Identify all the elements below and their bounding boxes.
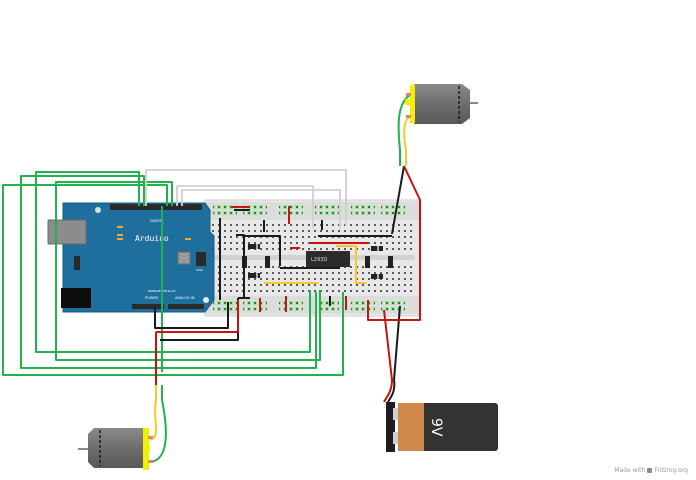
green-wires: [2, 171, 344, 376]
wire-black: [391, 165, 405, 235]
ic-label: L293D: [311, 257, 327, 263]
led-pwr: [185, 238, 191, 240]
wire-white: [181, 189, 341, 228]
wire-green: [55, 181, 321, 361]
motor-body: [88, 428, 144, 468]
wires: [2, 94, 421, 463]
mounting-hole: [203, 297, 209, 303]
analog-label: ANALOG IN: [175, 296, 195, 300]
power-label: POWER: [145, 296, 159, 300]
arduino-logo-text: Arduino: [135, 234, 169, 243]
diode: [248, 273, 260, 278]
led-l: [117, 226, 123, 228]
wire-white: [176, 185, 314, 228]
reset-button[interactable]: [177, 251, 191, 265]
icsp-header: [196, 252, 206, 266]
wire-black: [154, 302, 229, 329]
wire-green-motor-bottom: [149, 385, 167, 463]
fritzing-credit: Made with Fritzing.org: [614, 467, 688, 474]
wire-green: [35, 171, 311, 353]
wire-green-motor-top: [397, 94, 411, 166]
wire-green: [2, 184, 344, 376]
wire-yellow: [336, 245, 366, 284]
wire-black-battery: [387, 379, 396, 403]
motor-shaft: [468, 102, 478, 104]
digital-label: DIGITAL: [150, 219, 164, 223]
white-wires: [145, 169, 347, 228]
power-header: [132, 304, 164, 309]
motor-shaft: [78, 448, 90, 450]
credit-prefix: Made with: [614, 467, 646, 474]
wire-red: [383, 309, 393, 381]
arduino-pcb: [62, 202, 215, 313]
icsp-label: ICSP: [196, 268, 203, 272]
l293d-chip: L293D: [306, 251, 350, 267]
diode: [388, 256, 393, 268]
arduino-board: Arduino DIGITAL www.arduino.cc POWER ANA…: [47, 202, 215, 313]
wire-black: [244, 235, 281, 266]
led-rx: [117, 238, 123, 240]
wire-red-battery: [383, 379, 393, 403]
mounting-hole: [95, 207, 101, 213]
yellow-wires: [264, 245, 366, 284]
pwr-sel-jumper: [74, 256, 80, 270]
digital-header: [110, 204, 202, 210]
usb-port: [47, 219, 87, 245]
wire-yellow-motor-bottom: [149, 385, 158, 441]
battery-9v: 9V: [386, 402, 498, 452]
motor-bottom-left: [78, 428, 153, 470]
wire-yellow-motor-top: [403, 116, 411, 166]
motor-terminal-cap: [410, 85, 415, 123]
battery-cap: [398, 403, 424, 451]
power-jack: [61, 288, 91, 308]
diode: [265, 256, 270, 268]
motor-body: [414, 84, 470, 124]
ic-body: [306, 251, 350, 267]
red-wires: [155, 165, 421, 385]
wire-red: [156, 300, 239, 333]
battery-clip: [386, 402, 395, 452]
battery-label: 9V: [428, 418, 444, 437]
wire-white: [145, 169, 347, 226]
motor-top-right: [405, 84, 478, 124]
diode: [365, 256, 370, 268]
analog-header: [168, 304, 204, 309]
diode: [248, 244, 260, 249]
wire-black: [393, 305, 401, 381]
led-tx: [117, 234, 123, 236]
wire-red: [367, 165, 421, 321]
credit-brand[interactable]: Fritzing.org: [654, 467, 688, 474]
fritzing-logo-icon: [647, 468, 653, 473]
